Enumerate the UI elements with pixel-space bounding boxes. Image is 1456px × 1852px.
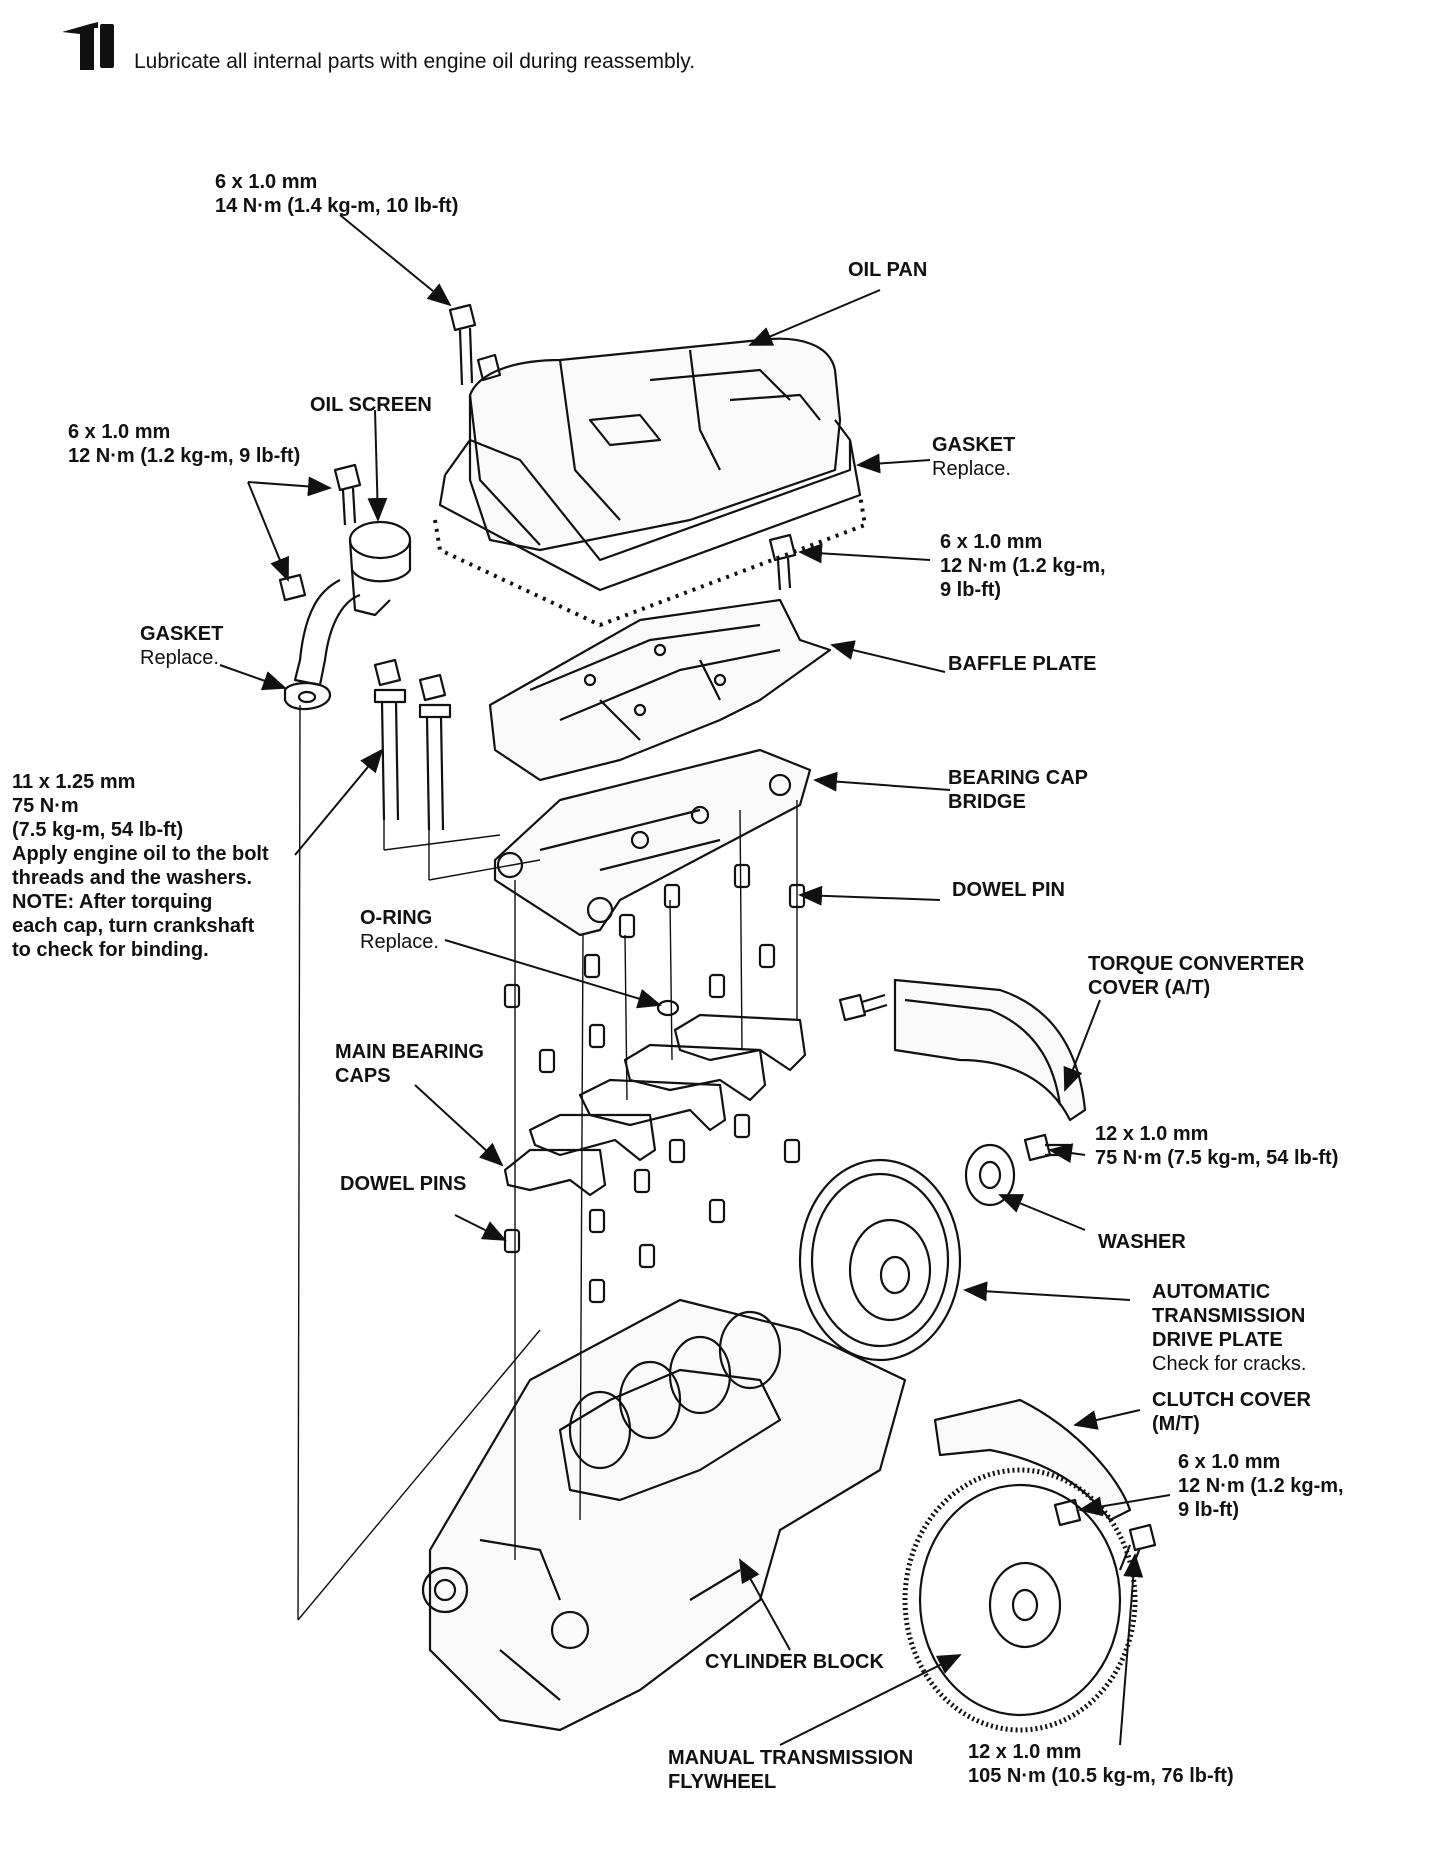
bolt-torque: 14 N·m (1.4 kg-m, 10 lb-ft) — [215, 195, 459, 217]
note-line-5: to check for binding. — [12, 939, 209, 961]
main-bearing-caps-label: MAIN BEARING CAPS — [335, 1040, 484, 1088]
flywheel-label: MANUAL TRANSMISSION FLYWHEEL — [668, 1746, 913, 1794]
bearing-cap-bridge — [493, 748, 812, 937]
flywheel-bolt-label: 12 x 1.0 mm 105 N·m (10.5 kg-m, 76 lb-ft… — [968, 1740, 1234, 1788]
o-ring-note: Replace. — [360, 931, 439, 953]
torque-converter-cover-bolt — [838, 993, 888, 1022]
bolt-size: 6 x 1.0 mm — [68, 421, 171, 443]
drive-plate — [798, 1158, 962, 1362]
bolt-size: 6 x 1.0 mm — [1178, 1451, 1281, 1473]
oil-can-icon — [62, 22, 114, 70]
oil-screen — [293, 520, 412, 687]
bolt-size: 6 x 1.0 mm — [940, 531, 1043, 553]
label-line-1: AUTOMATIC — [1152, 1281, 1271, 1303]
drive-plate-bolt — [1023, 1133, 1070, 1162]
o-ring — [656, 999, 680, 1017]
bolt-torque-2: (7.5 kg-m, 54 lb-ft) — [12, 819, 184, 841]
cylinder-block-label: CYLINDER BLOCK — [705, 1651, 884, 1673]
cylinder-block — [421, 1298, 907, 1732]
drive-plate-label: AUTOMATIC TRANSMISSION DRIVE PLATE Check… — [1152, 1280, 1306, 1376]
dowel-pins-group — [503, 863, 806, 1304]
oil-pan-bolt-label: 6 x 1.0 mm 14 N·m (1.4 kg-m, 10 lb-ft) — [215, 170, 458, 218]
gasket-note: Replace. — [932, 458, 1011, 480]
label-line-2: CAPS — [335, 1065, 391, 1087]
torque-converter-cover — [893, 978, 1087, 1122]
bolt-torque-2: 9 lb-ft) — [940, 579, 1002, 601]
main-bolt-label: 11 x 1.25 mm 75 N·m (7.5 kg-m, 54 lb-ft)… — [12, 770, 269, 962]
bolt-size: 12 x 1.0 mm — [1095, 1123, 1209, 1145]
pan-gasket-label: GASKET Replace. — [932, 433, 1015, 481]
clutch-cover-bolt — [1053, 1498, 1082, 1527]
oil-pan — [438, 337, 862, 592]
oil-screen-bolt — [278, 463, 362, 602]
oil-screen-label: OIL SCREEN — [310, 394, 432, 416]
label-line-2: TRANSMISSION — [1152, 1305, 1306, 1327]
main-bearing-bolts — [373, 658, 452, 831]
bolt-size: 11 x 1.25 mm — [12, 771, 136, 793]
label-line-2: BRIDGE — [948, 791, 1026, 813]
baffle-bolt — [768, 533, 797, 591]
pan-gasket — [433, 494, 867, 627]
washer-label: WASHER — [1098, 1231, 1186, 1253]
label-line-2: (M/T) — [1152, 1413, 1200, 1435]
baffle-plate — [488, 598, 832, 782]
o-ring-name: O-RING — [360, 907, 433, 929]
bolt-size: 6 x 1.0 mm — [215, 171, 318, 193]
drive-plate-note: Check for cracks. — [1152, 1353, 1307, 1375]
bolt-size: 12 x 1.0 mm — [968, 1741, 1082, 1763]
label-line-1: MANUAL TRANSMISSION — [668, 1747, 914, 1769]
clutch-cover-label: CLUTCH COVER (M/T) — [1152, 1388, 1311, 1436]
label-line-1: TORQUE CONVERTER — [1088, 953, 1305, 975]
oil-screen-gasket — [283, 681, 332, 711]
washer — [964, 1143, 1016, 1207]
gasket-name: GASKET — [140, 623, 224, 645]
dowel-pins-label: DOWEL PINS — [340, 1173, 467, 1195]
clutch-cover — [933, 1398, 1132, 1522]
bolt-torque-1: 75 N·m — [12, 795, 79, 817]
baffle-plate-label: BAFFLE PLATE — [948, 653, 1097, 675]
callout-arrows — [219, 214, 1171, 1746]
baffle-bolt-label: 6 x 1.0 mm 12 N·m (1.2 kg-m, 9 lb-ft) — [940, 530, 1106, 602]
bearing-cap-bridge-label: BEARING CAP BRIDGE — [948, 766, 1088, 814]
label-line-2: FLYWHEEL — [668, 1771, 777, 1793]
flywheel — [902, 1467, 1138, 1733]
note-line-4: each cap, turn crankshaft — [12, 915, 255, 937]
label-line-3: DRIVE PLATE — [1152, 1329, 1283, 1351]
oil-pan-label: OIL PAN — [848, 259, 928, 281]
label-line-2: COVER (A/T) — [1088, 977, 1211, 999]
label-line-1: CLUTCH COVER — [1152, 1389, 1311, 1411]
bolt-torque-2: 9 lb-ft) — [1178, 1499, 1240, 1521]
note-line-1: Apply engine oil to the bolt — [12, 843, 269, 865]
o-ring-label: O-RING Replace. — [360, 906, 439, 954]
bolt-torque-1: 12 N·m (1.2 kg-m, — [940, 555, 1106, 577]
cover-bolt-label: 6 x 1.0 mm 12 N·m (1.2 kg-m, 9 lb-ft) — [1178, 1450, 1344, 1522]
torque-converter-cover-label: TORQUE CONVERTER COVER (A/T) — [1088, 952, 1304, 1000]
note-line-2: threads and the washers. — [12, 867, 253, 889]
gasket-note: Replace. — [140, 647, 219, 669]
lubrication-note: Lubricate all internal parts with engine… — [134, 50, 696, 73]
gasket-name: GASKET — [932, 434, 1016, 456]
bolt-torque: 75 N·m (7.5 kg-m, 54 lb-ft) — [1095, 1147, 1339, 1169]
oil-pan-bolt — [448, 303, 502, 386]
drive-plate-bolt-label: 12 x 1.0 mm 75 N·m (7.5 kg-m, 54 lb-ft) — [1095, 1122, 1338, 1170]
note-line-3: NOTE: After torquing — [12, 891, 213, 913]
main-bearing-caps — [503, 1013, 807, 1197]
oil-screen-bolt-label: 6 x 1.0 mm 12 N·m (1.2 kg-m, 9 lb-ft) — [68, 420, 300, 468]
alignment-lines — [297, 704, 798, 1621]
dowel-pin-label: DOWEL PIN — [952, 879, 1065, 901]
bolt-torque-1: 12 N·m (1.2 kg-m, — [1178, 1475, 1344, 1497]
screen-gasket-label: GASKET Replace. — [140, 622, 223, 670]
label-line-1: MAIN BEARING — [335, 1041, 484, 1063]
flywheel-bolt — [1118, 1523, 1157, 1574]
bolt-torque: 12 N·m (1.2 kg-m, 9 lb-ft) — [68, 445, 301, 467]
label-line-1: BEARING CAP — [948, 767, 1089, 789]
bolt-torque: 105 N·m (10.5 kg-m, 76 lb-ft) — [968, 1765, 1234, 1787]
